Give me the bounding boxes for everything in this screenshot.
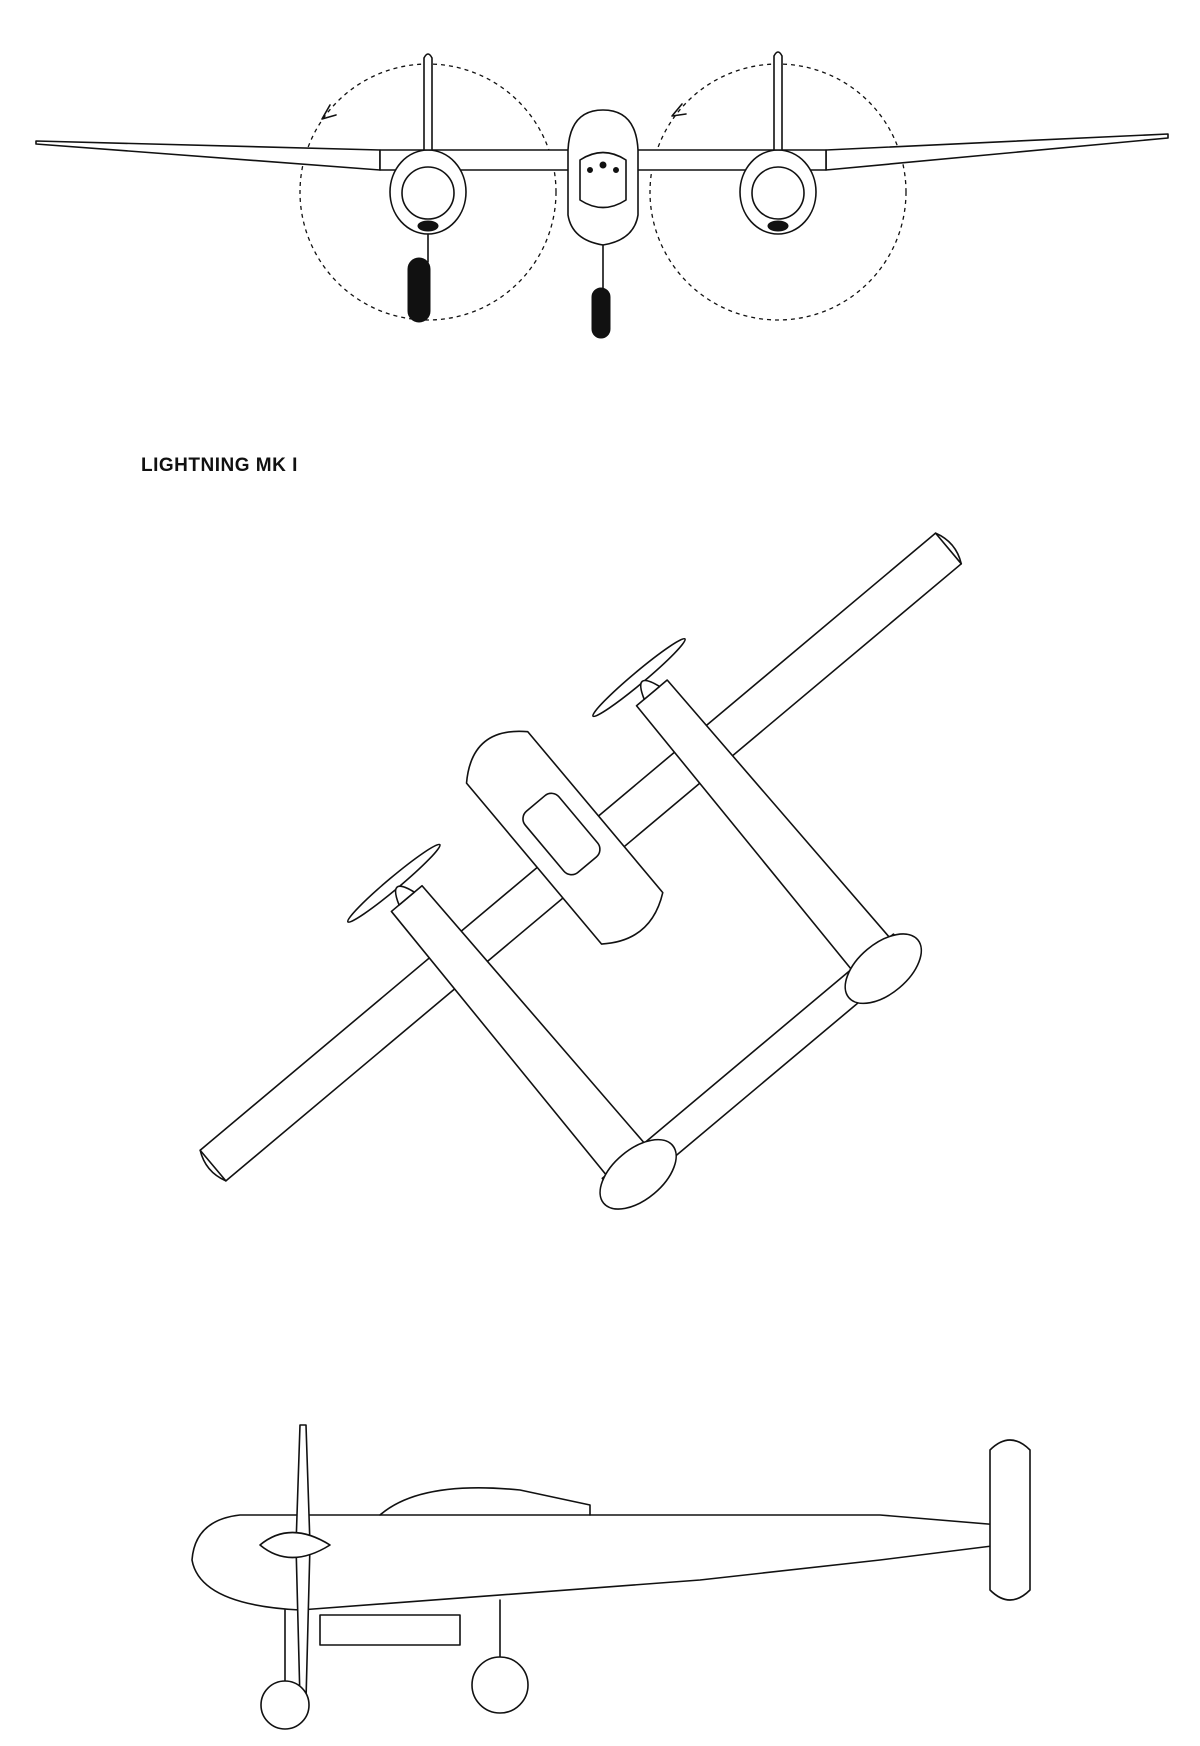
left-spinner xyxy=(394,885,416,906)
right-spinner xyxy=(639,679,661,701)
right-rotation-arrow xyxy=(671,103,687,117)
propeller-blade xyxy=(295,1424,311,1701)
spinner xyxy=(259,1531,331,1559)
ventral-fairing xyxy=(319,1614,461,1646)
right-intake xyxy=(767,220,789,232)
right-fin xyxy=(844,933,923,1005)
gun-port xyxy=(613,167,619,173)
canopy xyxy=(522,792,601,876)
left-fin xyxy=(599,1138,677,1210)
gun-port xyxy=(599,161,607,169)
side-view xyxy=(0,1410,1200,1746)
central-nacelle xyxy=(465,730,664,945)
right-wingtip xyxy=(934,532,963,565)
left-propeller-blade xyxy=(423,53,433,151)
plan-view xyxy=(0,420,1200,1370)
nose-wheel xyxy=(260,1680,310,1730)
main-wheel xyxy=(471,1656,529,1714)
right-wing xyxy=(825,133,1169,171)
left-rotation-arrow xyxy=(321,104,337,120)
gun-port xyxy=(587,167,593,173)
canopy-front xyxy=(579,151,627,209)
front-view xyxy=(0,40,1200,360)
drawing-title: LIGHTNING MK I xyxy=(141,455,298,476)
left-wing xyxy=(35,140,381,171)
left-spinner xyxy=(401,166,455,220)
side-view-svg xyxy=(191,1424,1031,1730)
right-spinner xyxy=(751,166,805,220)
left-wingtip xyxy=(199,1149,227,1182)
canopy xyxy=(379,1486,591,1516)
left-main-wheel xyxy=(407,257,431,323)
vertical-fin xyxy=(989,1439,1031,1601)
plan-view-svg xyxy=(199,532,963,1210)
left-intake xyxy=(417,220,439,232)
fuselage-boom xyxy=(191,1514,1001,1611)
front-view-svg xyxy=(35,51,1169,339)
nose-wheel xyxy=(591,287,611,339)
central-nacelle xyxy=(567,109,639,246)
right-propeller-blade xyxy=(773,51,783,151)
